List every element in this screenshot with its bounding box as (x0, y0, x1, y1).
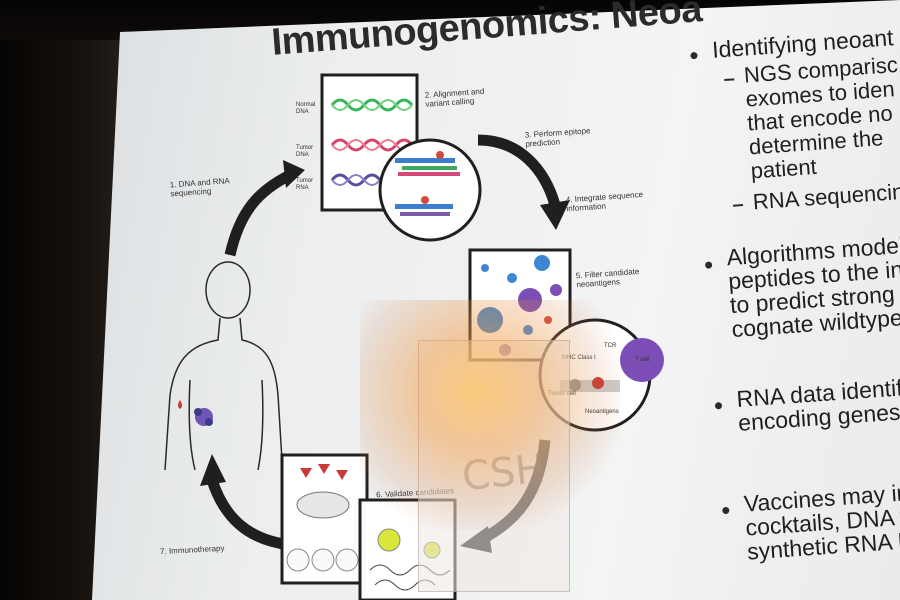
patient-figure (164, 261, 283, 471)
blood-drop-icon (178, 400, 182, 409)
alignment-circle (378, 138, 482, 242)
neoantigens-label: Neoantigens (585, 409, 619, 415)
normal-dna-label: Normal DNA (296, 102, 316, 115)
arrow-prediction-to-filter (477, 134, 561, 207)
tcell-label: T cell (635, 357, 650, 363)
bullet-1a-line5: patient (749, 153, 818, 184)
arrowhead-2 (540, 200, 570, 230)
arrowhead-1 (283, 160, 305, 188)
tumor-rna-label: Tumor RNA (296, 178, 314, 191)
arrow-immunotherapy-to-patient (206, 478, 291, 551)
watermark-logo: CSH (459, 445, 548, 501)
tcr-label: TCR (604, 343, 617, 349)
tumor-dna-label: Tumor DNA (296, 145, 314, 158)
arrowhead-4 (200, 454, 226, 486)
arrow-sequencing-to-alignment (224, 170, 293, 257)
